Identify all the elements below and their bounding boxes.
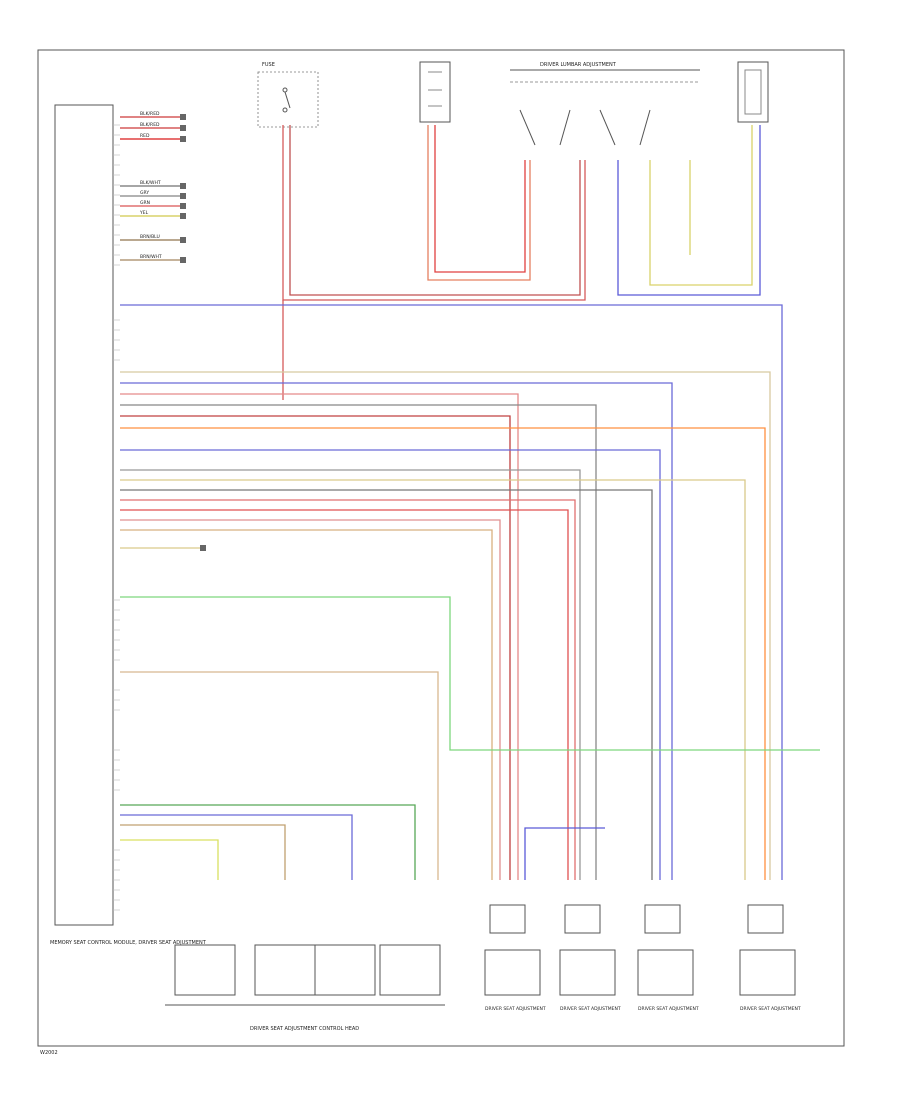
horizontal-wires: [120, 304, 820, 880]
top-connector-2: [737, 61, 769, 123]
top-left-wire-stubs: [120, 114, 186, 263]
fuse-label: FUSE: [262, 62, 275, 68]
wire-label: BLK/RED: [140, 122, 160, 128]
wire-label: BLK/RED: [140, 111, 160, 117]
wire-label: GRN: [140, 200, 150, 206]
svg-text:DRIVER SEAT ADJUSTMENT: DRIVER SEAT ADJUSTMENT: [740, 1006, 801, 1012]
svg-text:DRIVER SEAT ADJUSTMENT: DRIVER SEAT ADJUSTMENT: [638, 1006, 699, 1012]
top-vertical-wires: [282, 125, 761, 400]
top-connector-1: [419, 61, 451, 123]
wire-label: YEL: [139, 210, 149, 216]
motor-4: DRIVER SEAT ADJUSTMENT: [739, 949, 801, 1012]
diagram-footer: W2002: [40, 1050, 58, 1056]
memory-seat-module: [54, 104, 120, 926]
wire-label: GRY: [140, 190, 149, 196]
small-connector: [120, 545, 206, 551]
svg-text:DRIVER SEAT ADJUSTMENT: DRIVER SEAT ADJUSTMENT: [485, 1006, 546, 1012]
seat-adjustment-controls: DRIVER SEAT ADJUSTMENT CONTROL HEAD: [165, 944, 445, 1032]
wire-label: BRN/WHT: [140, 254, 162, 260]
motor-1: DRIVER SEAT ADJUSTMENT: [484, 949, 546, 1012]
top-switch-assembly: DRIVER LUMBAR ADJUSTMENT: [510, 62, 700, 146]
motor-connectors: [489, 904, 784, 934]
diagram-border: [37, 49, 845, 1047]
wire-label: BLK/WHT: [140, 180, 161, 186]
wire-label: BRN/BLU: [140, 234, 160, 240]
motor-3: DRIVER SEAT ADJUSTMENT: [637, 949, 699, 1012]
main-module-label: MEMORY SEAT CONTROL MODULE, DRIVER SEAT …: [50, 940, 207, 946]
motor-2: DRIVER SEAT ADJUSTMENT: [559, 949, 621, 1012]
wire-label: RED: [140, 133, 150, 139]
svg-text:DRIVER SEAT ADJUSTMENT: DRIVER SEAT ADJUSTMENT: [560, 1006, 621, 1012]
fuse-box: FUSE: [257, 62, 319, 128]
top-switch-label: DRIVER LUMBAR ADJUSTMENT: [540, 62, 617, 68]
controls-label: DRIVER SEAT ADJUSTMENT CONTROL HEAD: [250, 1026, 359, 1032]
